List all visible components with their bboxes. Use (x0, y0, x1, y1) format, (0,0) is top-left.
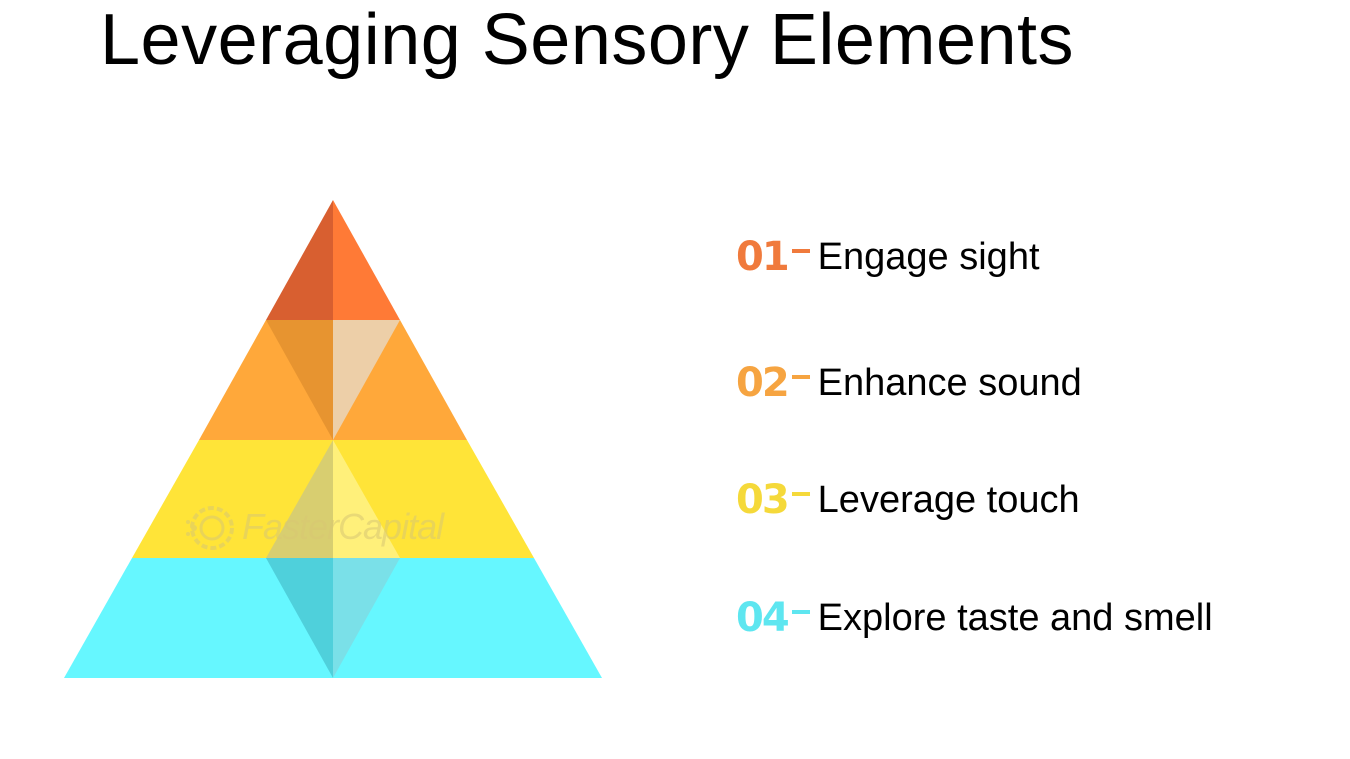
item-dash (791, 249, 810, 253)
item-number: 02 (736, 360, 790, 406)
list-item: 04 Explore taste and smell (736, 595, 1213, 641)
item-label: Explore taste and smell (817, 596, 1213, 639)
item-number: 01 (736, 234, 790, 280)
item-dash (791, 375, 810, 379)
item-label: Engage sight (817, 235, 1040, 278)
watermark: FasterCapital (184, 500, 474, 556)
item-dash (791, 492, 810, 496)
watermark-logo-icon (186, 506, 234, 550)
item-number: 03 (736, 477, 790, 523)
item-label: Enhance sound (817, 361, 1082, 404)
page-title: Leveraging Sensory Elements (100, 0, 1075, 80)
watermark-text: FasterCapital (242, 506, 444, 547)
item-number: 04 (736, 595, 790, 641)
list-item: 02 Enhance sound (736, 360, 1082, 406)
item-dash (791, 610, 810, 614)
item-label: Leverage touch (817, 478, 1080, 521)
pyramid-level-2 (199, 320, 467, 440)
list-item: 03 Leverage touch (736, 477, 1080, 523)
pyramid-level-3 (132, 440, 534, 558)
pyramid-level-4 (64, 558, 602, 678)
list-item: 01 Engage sight (736, 234, 1040, 280)
pyramid-level-1 (266, 200, 400, 320)
